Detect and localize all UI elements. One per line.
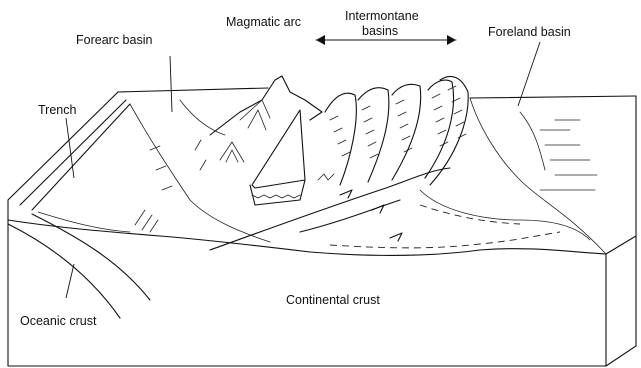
continental-crust-label: Continental crust [286, 293, 380, 307]
thrust-faults [210, 168, 450, 250]
leader-lines [66, 42, 540, 298]
trench-label: Trench [38, 103, 76, 117]
intermontane-basins-label-line2: basins [362, 24, 398, 38]
magmatic-arc-label: Magmatic arc [226, 15, 301, 29]
topographic-surface [8, 98, 606, 256]
intermontane-basins-label-line1: Intermontane [345, 9, 419, 23]
foreland-strata [330, 120, 597, 248]
oceanic-slab [8, 212, 150, 318]
oceanic-crust-label: Oceanic crust [20, 314, 97, 328]
foreland-basin-label: Foreland basin [488, 25, 571, 39]
forearc-ticks [135, 140, 206, 232]
forearc-basin-label: Forearc basin [76, 33, 152, 47]
magmatic-arc [210, 76, 322, 205]
